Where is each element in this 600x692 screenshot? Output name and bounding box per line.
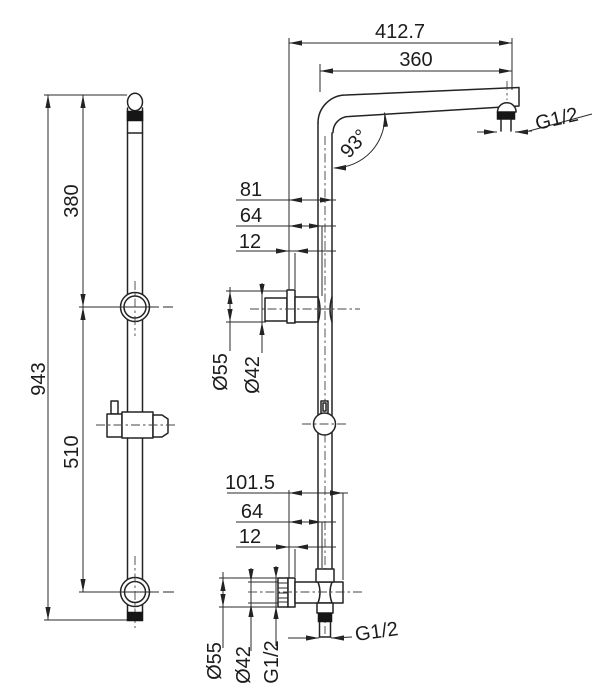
label-outlet-thread: G1/2 [354,618,400,646]
pipe-slider [302,400,348,436]
upper-collar [315,568,335,583]
dim-upper-flange-depth: 12 [239,231,261,253]
outlet-band [317,612,333,623]
dim-upper-wall-to-pipe: 81 [240,179,262,201]
dim-rail-overall: 943 [28,362,50,395]
dim-arm-reach: 360 [399,49,432,71]
column-pipe [317,122,333,634]
label-head-thread: G1/2 [533,104,580,135]
dim-arm-angle: 93° [336,125,373,162]
shower-arm [317,81,593,171]
head-connector-band [496,111,516,120]
rail-bottom-band [126,611,144,622]
label-upper-body-diameter: Ø42 [242,356,264,394]
column-upper-bracket [250,289,360,324]
dim-lower-flange-depth: 12 [239,526,261,548]
rail-body [96,92,178,628]
outlet-leader [288,635,353,641]
rail-lower-bracket [110,556,174,628]
label-inlet-thread: G1/2 [261,640,283,683]
holder-pin [110,400,119,415]
dim-rail-bottom-segment: 510 [61,435,83,468]
lower-bracket-dimensions [219,490,348,651]
label-upper-flange-diameter: Ø55 [210,353,232,391]
lower-bracket-flange [287,577,296,608]
rail-dimension-lines [44,94,128,621]
shower-head-connector [496,81,517,132]
rail-top-cap [126,92,144,112]
column-lower-bracket [248,568,364,638]
upper-bracket-dimensions [226,197,336,353]
arm-dimensions [288,38,513,290]
label-lower-flange-diameter: Ø55 [204,642,226,680]
dim-rail-top-segment: 380 [61,184,83,217]
slide-rail-view: 943 380 510 [28,92,178,628]
dim-lower-wall-to-center: 64 [241,501,263,523]
lower-collar [316,602,334,614]
shower-column-view: 412.7 360 93° G1/2 81 64 12 Ø55 Ø42 101.… [204,21,593,684]
dim-lower-wall-to-end: 101.5 [225,472,275,494]
dim-arm-overall: 412.7 [375,21,425,43]
handset-holder [96,400,178,439]
rail-top-band [126,110,144,122]
upper-bracket-flange [286,289,296,324]
dim-upper-wall-to-center: 64 [240,205,262,227]
label-lower-body-diameter: Ø42 [233,646,255,684]
rail-upper-bracket [110,281,173,336]
